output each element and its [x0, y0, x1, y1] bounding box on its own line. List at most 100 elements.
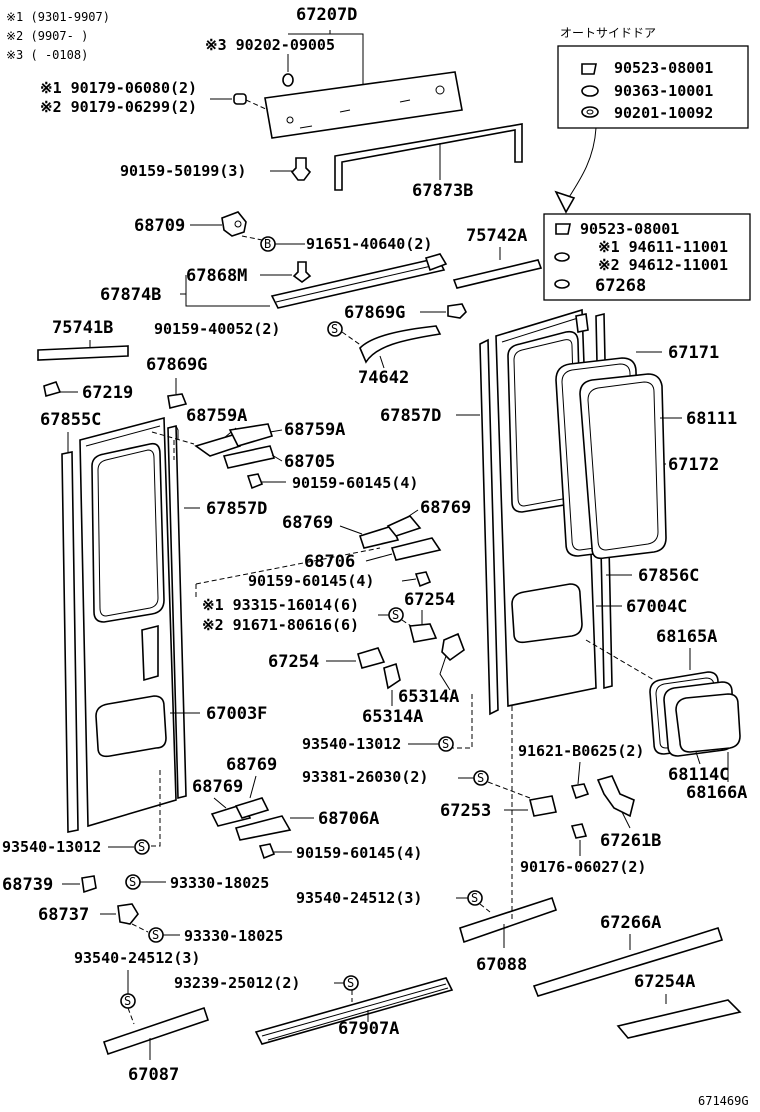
screw-mark-letter: S — [331, 322, 338, 336]
label-90179-1: ※1 90179-06080(2) — [40, 79, 197, 97]
label-75741B: 75741B — [52, 318, 113, 338]
box2-item-2: ※1 94611-11001 — [598, 238, 728, 256]
seal-67873B — [334, 123, 523, 191]
box1-item-2: 90363-10001 — [614, 82, 713, 100]
label-90159-60145-b: 90159-60145(4) — [248, 572, 374, 590]
screw-90159-50199 — [290, 157, 312, 181]
label-90159-60145-a: 90159-60145(4) — [292, 474, 418, 492]
label-68709: 68709 — [134, 216, 185, 236]
latch-65314A-a — [441, 632, 465, 662]
right-door-lower-panel — [511, 583, 583, 644]
label-68166A: 68166A — [686, 783, 747, 803]
screw-mark-letter-3: S — [442, 737, 449, 751]
label-67261B: 67261B — [600, 831, 661, 851]
label-75742A: 75742A — [466, 226, 527, 246]
label-65314A-b: 65314A — [362, 707, 423, 727]
screw-90159-60145-a — [246, 473, 264, 490]
header-panel-67207D — [264, 71, 463, 139]
label-68111: 68111 — [686, 409, 737, 429]
label-68769-a: 68769 — [282, 513, 333, 533]
hinge-68706A — [234, 815, 292, 841]
label-67873B: 67873B — [412, 181, 473, 201]
bolt-91621 — [570, 783, 590, 800]
screw-mark-letter-2: S — [392, 608, 399, 622]
box2-item-1: 90523-08001 — [580, 220, 679, 238]
label-193315: ※1 93315-16014(6) — [202, 596, 359, 614]
bracket-68709 — [221, 211, 247, 237]
label-68769-b: 68769 — [420, 498, 471, 518]
label-68165A: 68165A — [656, 627, 717, 647]
label-68706A: 68706A — [318, 809, 379, 829]
label-67907A: 67907A — [338, 1019, 399, 1039]
bracket-68737 — [117, 903, 139, 925]
label-68737: 68737 — [38, 905, 89, 925]
label-67171: 67171 — [668, 343, 719, 363]
box2-item-4: 67268 — [595, 276, 646, 296]
hinge-68769-d — [234, 797, 270, 819]
weatherstrip-67855C — [61, 451, 79, 833]
label-93540-24512-b: 93540-24512(3) — [74, 949, 200, 967]
label-67004C: 67004C — [626, 597, 687, 617]
label-67857D-left: 67857D — [206, 499, 267, 519]
seal-67857D-right — [479, 338, 499, 716]
label-90202: ※3 90202-09005 — [205, 36, 335, 54]
label-68705: 68705 — [284, 452, 335, 472]
label-67219: 67219 — [82, 383, 133, 403]
label-68769-c: 68769 — [226, 755, 277, 775]
bracket-67254-b — [357, 647, 386, 669]
bolt-mark-letter: B — [264, 237, 271, 251]
rail-75741B — [37, 345, 129, 361]
glass-68111 — [579, 373, 667, 560]
hinge-68769-a — [358, 525, 400, 549]
label-67003F: 67003F — [206, 704, 267, 724]
note-3: ※3 ( -0108) — [6, 48, 88, 62]
label-74642: 74642 — [358, 368, 409, 388]
label-93239: 93239-25012(2) — [174, 974, 300, 992]
label-68114C: 68114C — [668, 765, 729, 785]
clip-67219 — [43, 381, 62, 398]
label-90159-40052: 90159-40052(2) — [154, 320, 280, 338]
clip-90202 — [282, 73, 294, 87]
hinge-68706 — [390, 537, 442, 561]
stopper-68739 — [81, 875, 97, 894]
label-67207D: 67207D — [296, 5, 357, 25]
seal-67857D-left — [167, 424, 187, 800]
label-291671: ※2 91671-80616(6) — [202, 616, 359, 634]
label-68759A-a: 68759A — [186, 406, 247, 426]
label-68769-d: 68769 — [192, 777, 243, 797]
bracket-67261B — [596, 775, 635, 818]
label-93330-b: 93330-18025 — [184, 927, 283, 945]
label-90176: 90176-06027(2) — [520, 858, 646, 876]
label-67855C: 67855C — [40, 410, 101, 430]
label-67874B: 67874B — [100, 285, 161, 305]
label-68706: 68706 — [304, 552, 355, 572]
label-93540-13012-b: 93540-13012 — [2, 838, 101, 856]
label-68739: 68739 — [2, 875, 53, 895]
sheet-67254A — [616, 999, 742, 1039]
label-67254-a: 67254 — [404, 590, 455, 610]
screw-mark — [327, 321, 343, 337]
note-2: ※2 (9907- ) — [6, 29, 88, 43]
hinge-68769-b — [386, 515, 422, 537]
label-67856C: 67856C — [638, 566, 699, 586]
hinge-68759A-b — [228, 423, 274, 447]
molding-67266A — [532, 927, 724, 997]
label-67172: 67172 — [668, 455, 719, 475]
bracket-67254-a — [408, 623, 438, 643]
box1-item-1: 90523-08001 — [614, 59, 713, 77]
glass-68166A — [675, 693, 741, 753]
label-67857D-right: 67857D — [380, 406, 441, 426]
label-67254-b: 67254 — [268, 652, 319, 672]
screw-mark-letter-10: S — [347, 976, 354, 990]
label-67253: 67253 — [440, 801, 491, 821]
label-90179-2: ※2 90179-06299(2) — [40, 98, 197, 116]
step-67907A — [254, 977, 454, 1045]
label-67869G-a: 67869G — [344, 303, 405, 323]
hinge-68705 — [222, 445, 276, 469]
label-67087: 67087 — [128, 1065, 179, 1085]
nut-90176 — [570, 823, 588, 839]
footer-code: 671469G — [698, 1094, 749, 1108]
screw-mark-letter-4: S — [477, 771, 484, 785]
latch-65314A-b — [383, 662, 401, 690]
